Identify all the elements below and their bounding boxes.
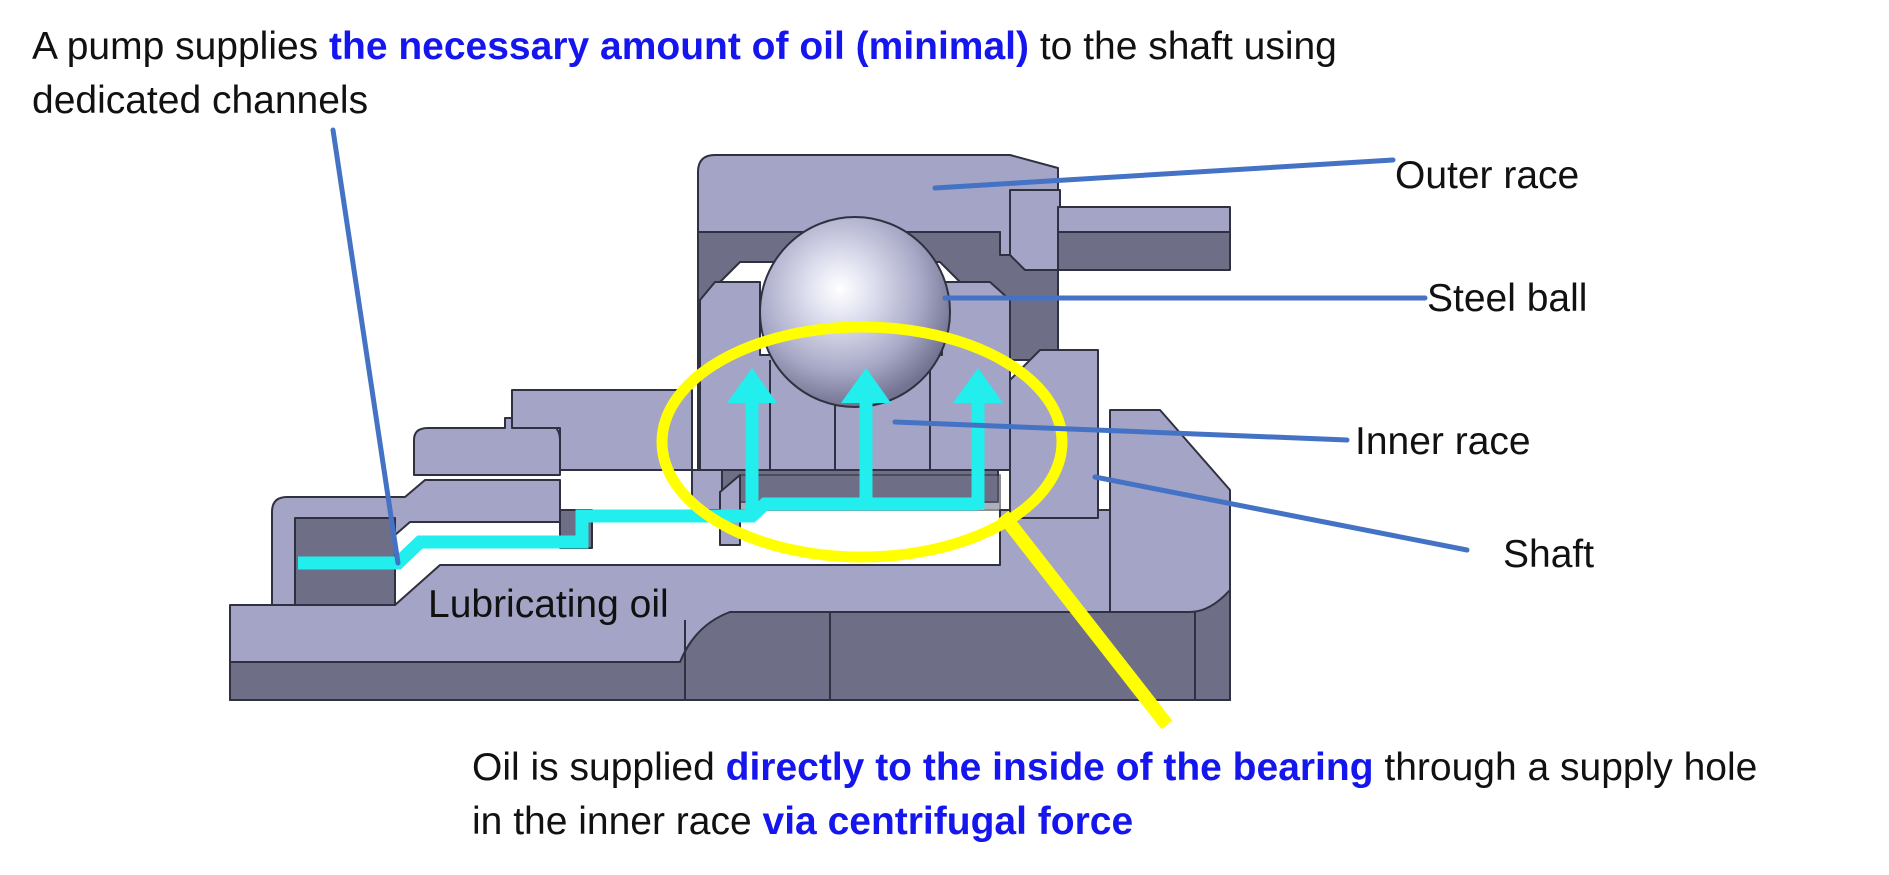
label-lubricating-oil: Lubricating oil [428, 583, 669, 626]
bearing-caption-highlight-1: directly to the inside of the bearing [725, 746, 1374, 789]
pump-supply-caption: A pump supplies the necessary amount of … [32, 20, 1337, 128]
oil-flow-arrowheads [727, 368, 1003, 403]
bearing-caption-highlight-2: via centrifugal force [762, 799, 1134, 843]
label-steel-ball: Steel ball [1427, 277, 1588, 320]
pump-caption-highlight: the necessary amount of oil (minimal) [329, 25, 1029, 68]
bearing-caption-pre: Oil is supplied [472, 746, 726, 789]
pump-caption-post: to the shaft using [1029, 25, 1337, 68]
bearing-focus-pointer [997, 510, 1173, 730]
bearing-caption-line-1: Oil is supplied directly to the inside o… [472, 741, 1757, 795]
bearing-caption-pre-2: in the inner race [472, 799, 763, 843]
pump-caption-line-1: A pump supplies the necessary amount of … [32, 20, 1337, 74]
oil-flow-path [298, 400, 985, 570]
shaft-body [229, 409, 1231, 701]
leader-shaft [1092, 474, 1470, 553]
leader-pump-channels [330, 127, 401, 566]
leader-outer-race [932, 157, 1396, 191]
pump-caption-pre: A pump supplies [32, 25, 330, 68]
bearing-supply-caption: Oil is supplied directly to the inside o… [472, 741, 1757, 849]
steel-ball [759, 216, 951, 408]
bearing-caption-post: through a supply hole [1373, 746, 1758, 789]
label-outer-race: Outer race [1395, 154, 1580, 197]
bearing-caption-line-2: in the inner race via centrifugal force [472, 795, 1757, 849]
leader-inner-race [892, 419, 1350, 443]
label-inner-race: Inner race [1355, 420, 1531, 463]
pump-caption-line-2: dedicated channels [32, 78, 369, 122]
leader-lines [330, 127, 1470, 566]
bearing-focus-ellipse [656, 321, 1068, 563]
label-shaft: Shaft [1503, 533, 1595, 576]
